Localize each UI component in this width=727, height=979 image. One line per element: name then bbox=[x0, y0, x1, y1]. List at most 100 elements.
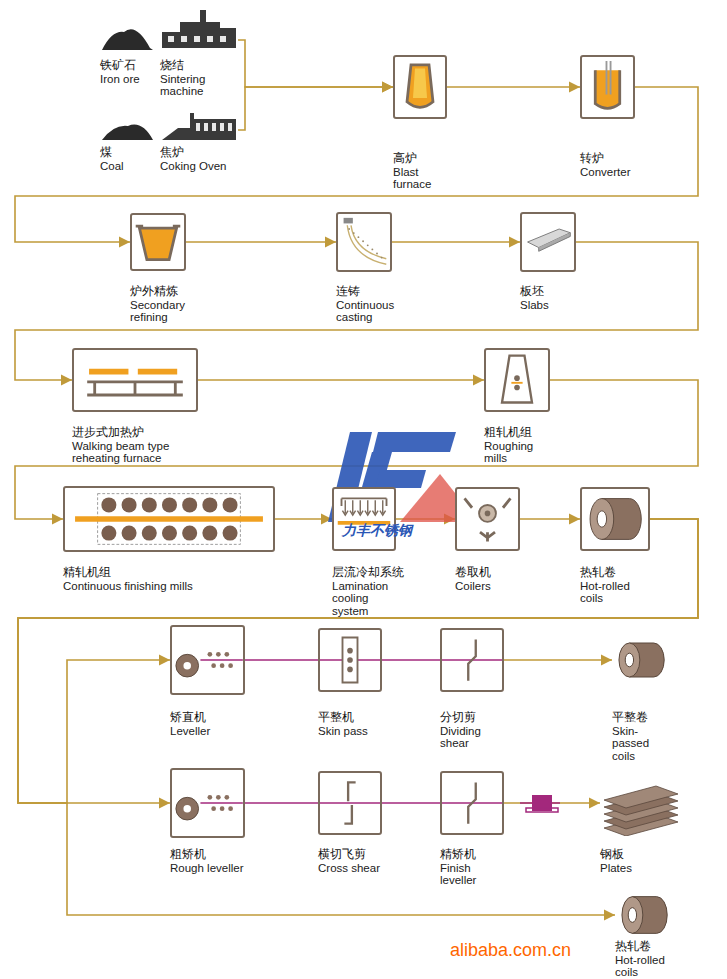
chinese-label: 粗矫机 bbox=[170, 848, 244, 862]
icon-stroke bbox=[182, 526, 197, 541]
icon-stroke bbox=[320, 802, 380, 803]
process-step: 进步式加热炉Walking beam type reheating furnac… bbox=[72, 348, 198, 493]
icon-stroke bbox=[89, 369, 177, 375]
icon-stroke bbox=[162, 526, 177, 541]
icon-drawing bbox=[65, 488, 273, 550]
icon-stroke bbox=[468, 782, 476, 823]
icon-drawing bbox=[582, 57, 633, 117]
chinese-label: 钢板 bbox=[600, 848, 632, 862]
english-label: Skin-passed coils bbox=[612, 725, 670, 763]
flow-connector bbox=[504, 659, 612, 661]
icon-drawing bbox=[582, 489, 648, 549]
process-icon bbox=[72, 348, 198, 412]
icon-stroke bbox=[413, 68, 427, 98]
process-step: 铁矿石Iron ore bbox=[100, 12, 155, 101]
icon-stroke bbox=[142, 526, 157, 541]
icon-drawing bbox=[132, 215, 184, 269]
icon-drawing bbox=[612, 635, 670, 685]
process-icon bbox=[336, 212, 392, 272]
icon-stroke bbox=[595, 70, 619, 108]
icon-stroke bbox=[358, 236, 360, 238]
flow-connector bbox=[275, 518, 332, 520]
icon-stroke bbox=[372, 500, 378, 515]
process-icon bbox=[160, 8, 238, 50]
english-label: Iron ore bbox=[100, 73, 140, 86]
chinese-label: 矫直机 bbox=[170, 711, 210, 725]
icon-drawing bbox=[522, 214, 574, 270]
icon-stroke bbox=[207, 36, 213, 42]
process-step: 平整卷Skin-passed coils bbox=[612, 635, 670, 765]
icon-stroke bbox=[102, 125, 153, 140]
icon-stroke bbox=[162, 10, 236, 48]
icon-stroke bbox=[228, 663, 233, 668]
icon-drawing bbox=[442, 630, 502, 690]
icon-stroke bbox=[622, 897, 643, 934]
chinese-label: 平整机 bbox=[318, 711, 368, 725]
icon-stroke bbox=[604, 786, 678, 808]
icon-stroke bbox=[87, 382, 183, 395]
icon-stroke bbox=[347, 225, 386, 264]
process-icon bbox=[455, 487, 520, 551]
process-step: 精矫机Finish leveller bbox=[440, 771, 504, 890]
icon-stroke bbox=[539, 233, 571, 252]
process-icon bbox=[170, 625, 245, 695]
icon-stroke bbox=[102, 29, 153, 50]
icon-drawing bbox=[486, 350, 548, 410]
process-icon bbox=[440, 771, 504, 835]
icon-stroke bbox=[606, 61, 610, 94]
process-icon bbox=[393, 55, 447, 119]
icon-stroke bbox=[182, 497, 197, 512]
process-step: 烧结Sintering machine bbox=[160, 8, 238, 101]
process-step: 焦炉Coking Oven bbox=[160, 105, 238, 188]
icon-stroke bbox=[223, 526, 238, 541]
icon-stroke bbox=[216, 652, 221, 657]
flow-connector bbox=[18, 519, 698, 915]
chinese-label: 进步式加热炉 bbox=[72, 426, 198, 440]
icon-stroke bbox=[176, 654, 199, 677]
process-step: 分切剪Dividing shear bbox=[440, 628, 504, 753]
icon-stroke bbox=[122, 526, 137, 541]
flow-connector bbox=[520, 518, 580, 520]
english-label: Skin pass bbox=[318, 725, 368, 738]
icon-stroke bbox=[211, 663, 216, 668]
icon-stroke bbox=[202, 526, 217, 541]
icon-stroke bbox=[181, 36, 187, 42]
icon-stroke bbox=[485, 511, 491, 517]
icon-drawing bbox=[320, 773, 380, 833]
process-step: 煤Coal bbox=[100, 112, 155, 175]
english-label: Roughing mills bbox=[484, 440, 550, 465]
icon-stroke bbox=[407, 65, 433, 108]
process-icon bbox=[332, 487, 396, 551]
chinese-label: 分切剪 bbox=[440, 711, 504, 725]
flow-connector bbox=[238, 87, 393, 130]
process-step: 转炉Converter bbox=[580, 55, 635, 181]
icon-drawing bbox=[457, 489, 518, 549]
process-icon bbox=[318, 771, 382, 835]
chinese-label: 横切飞剪 bbox=[318, 848, 380, 862]
english-label: Lamination cooling system bbox=[332, 580, 406, 618]
chinese-label: 粗轧机组 bbox=[484, 426, 550, 440]
icon-stroke bbox=[344, 218, 353, 224]
icon-stroke bbox=[350, 500, 356, 515]
icon-stroke bbox=[168, 36, 174, 42]
process-icon bbox=[170, 768, 245, 838]
icon-drawing bbox=[100, 112, 155, 142]
icon-stroke bbox=[208, 795, 213, 800]
flow-connector bbox=[186, 241, 336, 243]
flow-connector bbox=[198, 379, 484, 381]
process-icon bbox=[100, 12, 155, 52]
chinese-label: 精轧机组 bbox=[63, 566, 193, 580]
process-icon bbox=[612, 635, 670, 685]
icon-stroke bbox=[628, 908, 636, 923]
icon-stroke bbox=[224, 652, 229, 657]
icon-stroke bbox=[514, 375, 520, 381]
magenta-marker-box bbox=[520, 795, 560, 812]
chinese-label: 卷取机 bbox=[455, 566, 491, 580]
icon-stroke bbox=[376, 253, 378, 255]
chinese-label: 层流冷却系统 bbox=[332, 566, 406, 580]
icon-stroke bbox=[216, 795, 221, 800]
icon-stroke bbox=[196, 123, 200, 131]
chinese-label: 转炉 bbox=[580, 152, 631, 166]
chinese-label: 高炉 bbox=[393, 152, 447, 166]
process-step: 粗轧机组Roughing mills bbox=[484, 348, 550, 468]
